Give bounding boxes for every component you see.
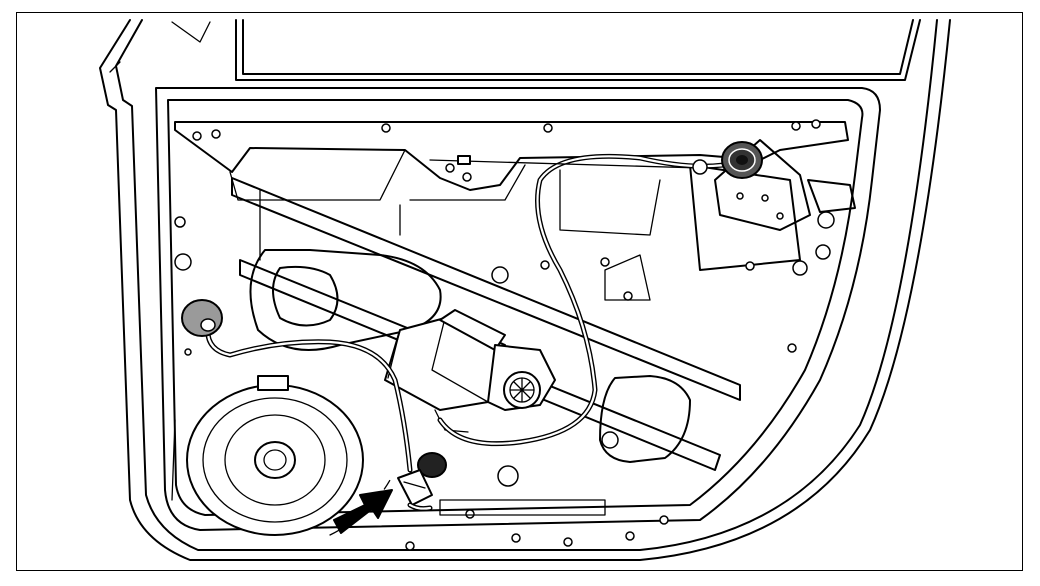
window-motor-icon xyxy=(384,309,556,433)
wiring-harness xyxy=(205,153,743,473)
connector-icon xyxy=(397,469,433,512)
diagonal-beam xyxy=(231,177,741,471)
window-glass xyxy=(235,19,921,81)
door-outer-shell xyxy=(99,19,951,561)
upper-rail xyxy=(174,121,849,236)
mounting-holes xyxy=(174,119,835,551)
inner-door-frame xyxy=(155,87,881,531)
figure-border xyxy=(16,12,1023,571)
lower-trim xyxy=(171,419,606,516)
speaker-icon xyxy=(186,375,391,536)
arrow-icon xyxy=(333,489,393,534)
grommet-icon xyxy=(181,141,763,478)
right-bracket xyxy=(599,139,856,463)
